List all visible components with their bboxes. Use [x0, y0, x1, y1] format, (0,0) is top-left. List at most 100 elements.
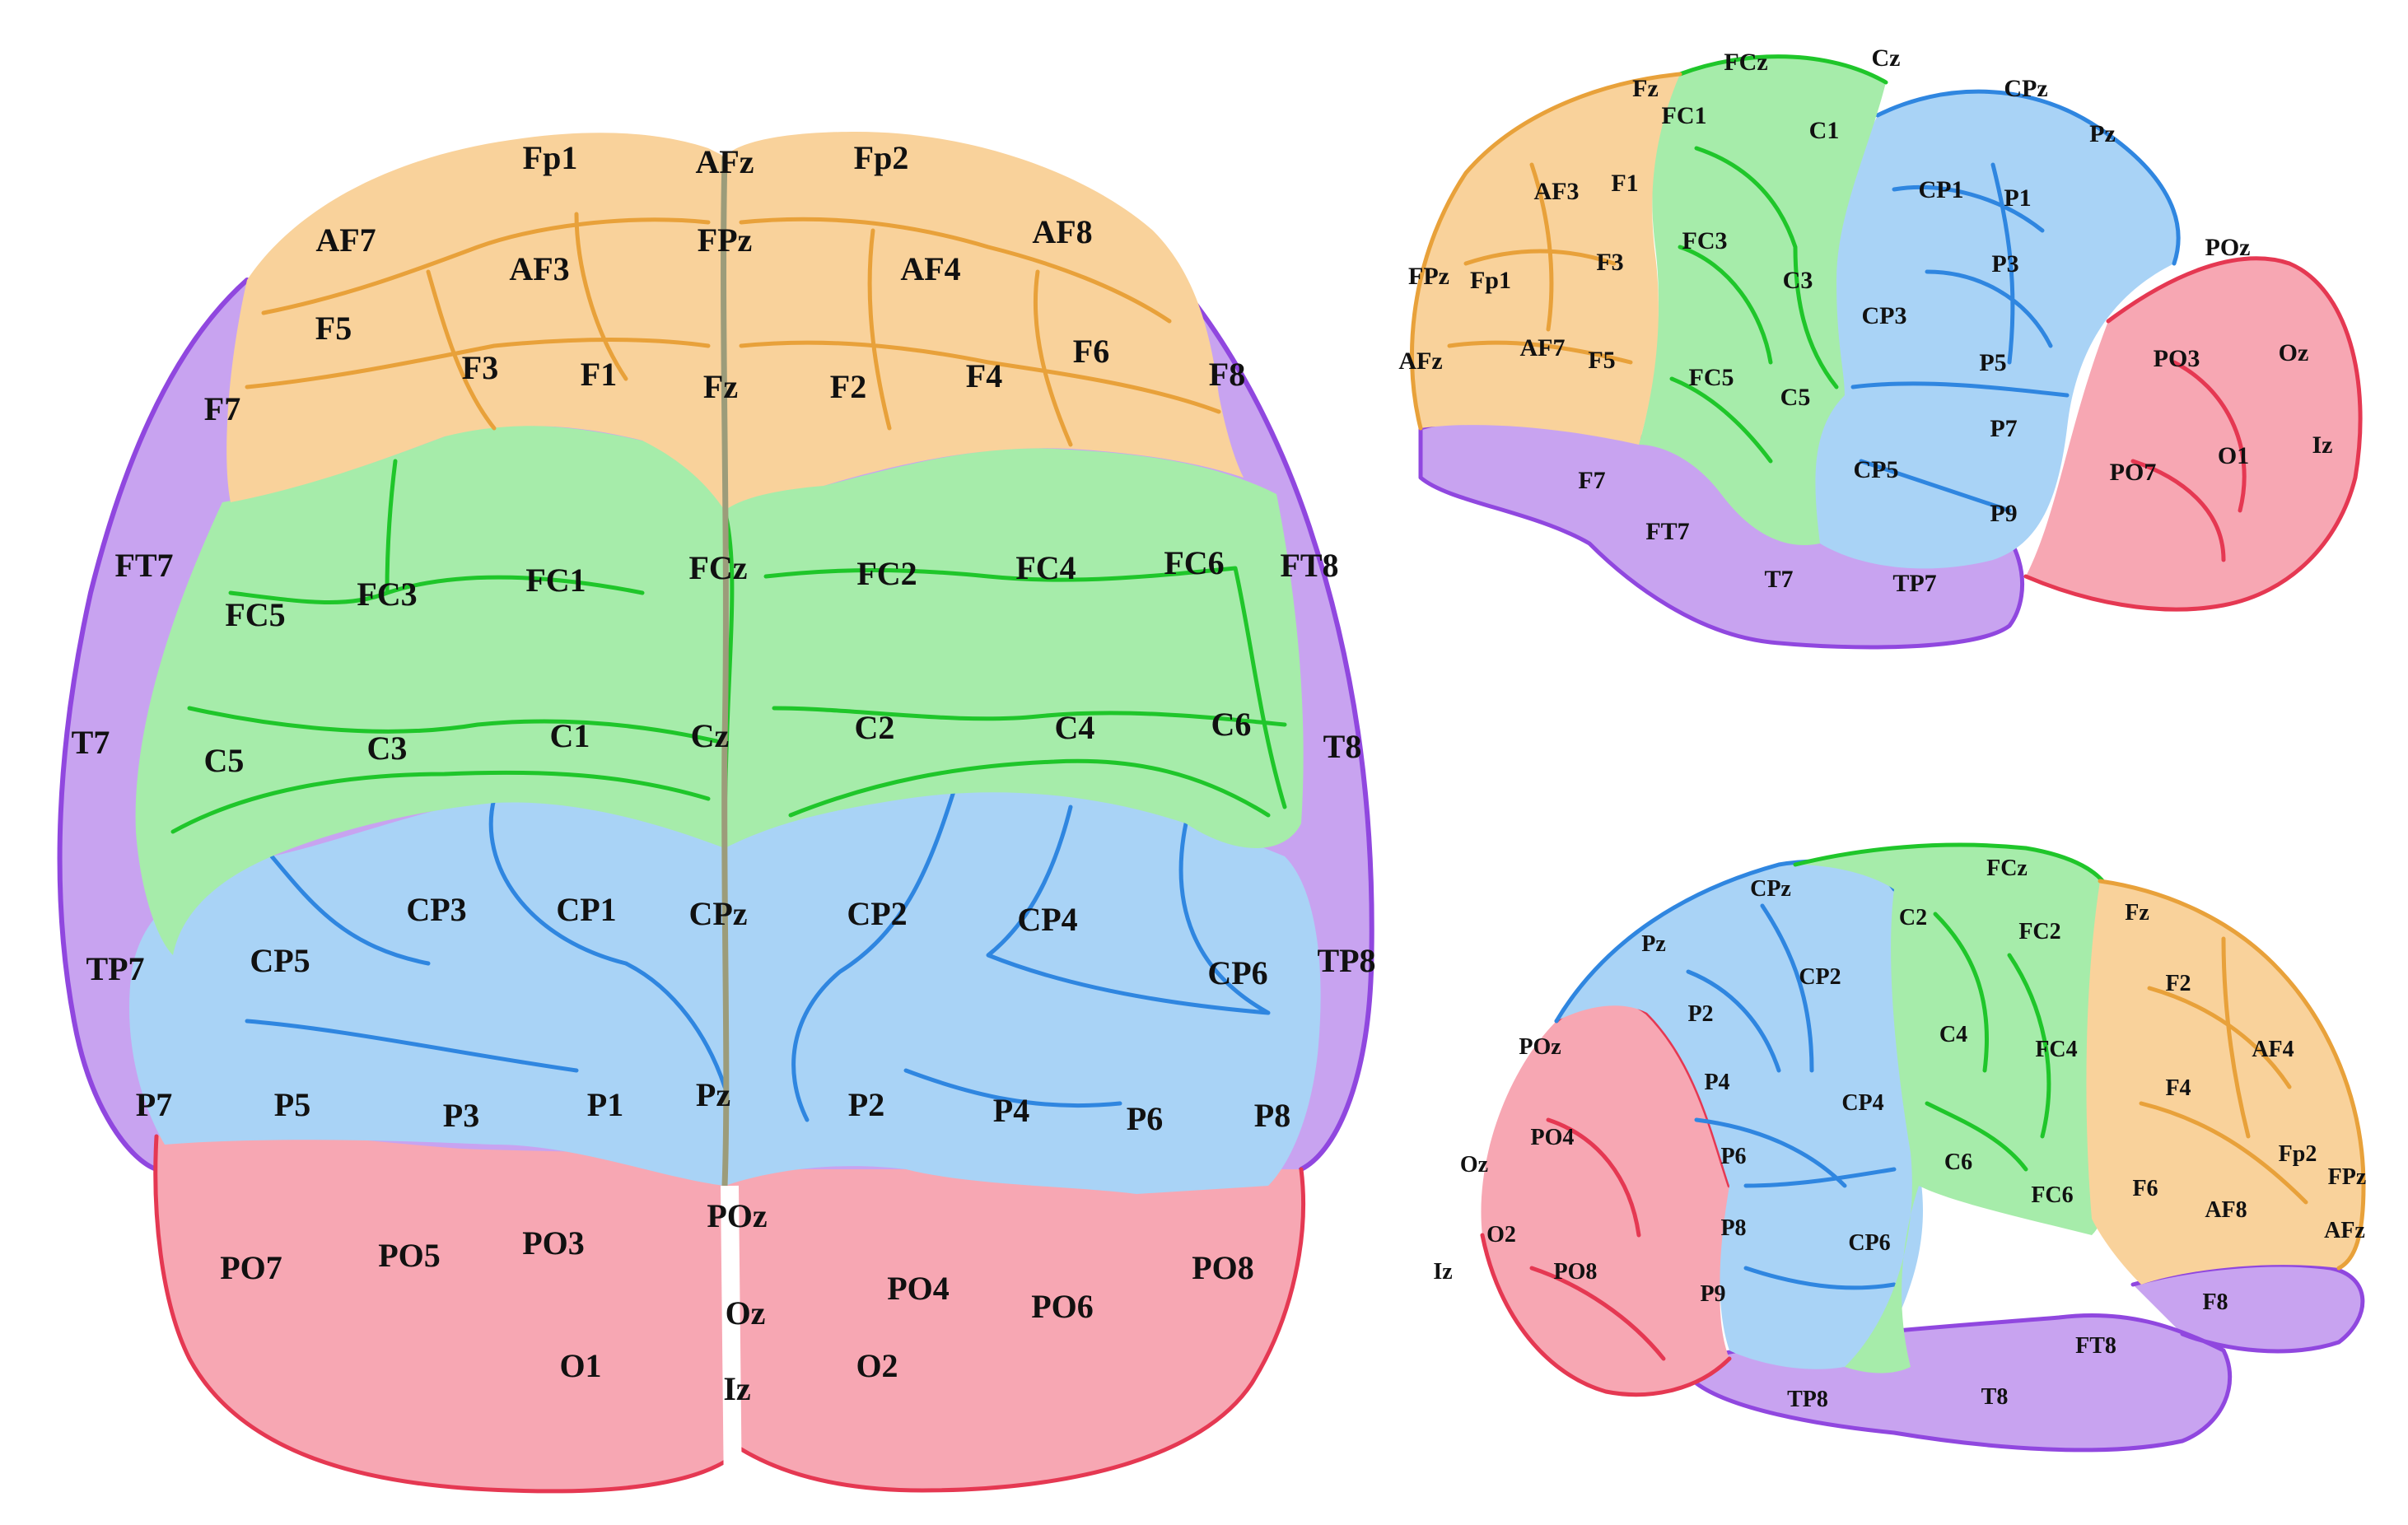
right-electrode-p8: P8 — [1720, 1215, 1746, 1241]
right-electrode-cpz: CPz — [1750, 876, 1791, 902]
top-electrode-f6: F6 — [1073, 333, 1109, 370]
right-electrode-c4: C4 — [1939, 1022, 1967, 1047]
top-electrode-po5: PO5 — [378, 1237, 441, 1274]
right-electrode-fpz: FPz — [2328, 1164, 2367, 1190]
right-electrode-fc2: FC2 — [2018, 919, 2060, 944]
left-electrode-f7: F7 — [1578, 467, 1605, 494]
left-electrode-cpz: CPz — [2004, 75, 2047, 102]
top-electrode-fc3: FC3 — [357, 576, 417, 613]
top-electrode-po8: PO8 — [1192, 1249, 1254, 1286]
left-electrode-po3: PO3 — [2154, 345, 2200, 372]
left-electrode-f3: F3 — [1596, 249, 1623, 276]
left-electrode-fc5: FC5 — [1689, 364, 1734, 391]
top-electrode-f7: F7 — [204, 390, 240, 427]
left-electrode-afz: AFz — [1398, 347, 1442, 375]
right-electrode-p6: P6 — [1720, 1144, 1746, 1169]
left-electrode-cp3: CP3 — [1862, 302, 1907, 329]
left-electrode-cz: Cz — [1872, 44, 1901, 72]
top-central-region — [135, 425, 1304, 955]
top-parietal-gyri — [245, 784, 1271, 1122]
top-electrode-t8: T8 — [1323, 728, 1362, 765]
left-electrode-fz: Fz — [1632, 75, 1659, 102]
left-frontal-gyri — [1410, 72, 1682, 431]
right-electrode-f8: F8 — [2202, 1289, 2228, 1315]
right-electrode-cp4: CP4 — [1841, 1090, 1883, 1116]
right-central-gyri — [1793, 842, 2111, 1172]
right-electrode-c2: C2 — [1899, 905, 1927, 930]
top-electrode-fc1: FC1 — [525, 562, 586, 599]
top-electrode-po4: PO4 — [887, 1270, 950, 1307]
right-electrode-p2: P2 — [1687, 1001, 1713, 1027]
right-electrode-oz: Oz — [1460, 1152, 1488, 1178]
left-electrode-f5: F5 — [1588, 347, 1615, 374]
right-electrode-poz: POz — [1519, 1034, 1561, 1060]
top-electrode-tp8: TP8 — [1317, 942, 1375, 979]
top-electrode-p6: P6 — [1127, 1100, 1163, 1137]
top-electrode-poz: POz — [707, 1197, 767, 1234]
left-central-gyri — [1669, 54, 1888, 464]
right-electrode-fcz: FCz — [1986, 856, 2028, 881]
top-central-gyri — [170, 459, 1287, 851]
right-electrode-ft8: FT8 — [2075, 1333, 2116, 1359]
left-electrode-po7: PO7 — [2110, 459, 2157, 486]
left-electrode-ft7: FT7 — [1645, 518, 1689, 545]
right-electrode-t8: T8 — [1981, 1384, 2009, 1410]
top-frontal-region — [226, 132, 1244, 511]
left-electrode-c1: C1 — [1809, 117, 1840, 144]
top-electrode-cp5: CP5 — [250, 942, 310, 979]
top-electrode-c3: C3 — [367, 730, 408, 767]
left-electrode-poz: POz — [2205, 234, 2251, 261]
top-electrode-p8: P8 — [1254, 1097, 1290, 1134]
right-electrode-cp6: CP6 — [1848, 1230, 1890, 1256]
left-electrode-cp1: CP1 — [1919, 176, 1964, 203]
top-electrode-fp2: Fp2 — [854, 139, 909, 176]
top-electrode-p5: P5 — [274, 1086, 310, 1123]
top-electrode-ft8: FT8 — [1280, 547, 1338, 584]
top-electrode-p7: P7 — [136, 1086, 172, 1123]
top-electrode-o2: O2 — [856, 1347, 898, 1384]
left-electrode-fp1: Fp1 — [1470, 267, 1511, 294]
top-electrode-cp3: CP3 — [406, 891, 466, 928]
right-electrode-fp2: Fp2 — [2279, 1141, 2317, 1167]
right-electrode-f4: F4 — [2165, 1075, 2191, 1101]
top-midline-gap — [721, 1185, 742, 1499]
left-electrode-fc1: FC1 — [1662, 102, 1707, 129]
right-electrode-po4: PO4 — [1531, 1125, 1575, 1150]
top-electrode-af8: AF8 — [1032, 213, 1092, 250]
right-electrode-f6: F6 — [2132, 1176, 2158, 1201]
top-electrode-fz: Fz — [703, 368, 738, 405]
top-electrode-fpz: FPz — [698, 222, 753, 259]
top-frontal-gyri — [245, 212, 1221, 447]
left-electrode-p5: P5 — [1979, 349, 2006, 376]
right-electrode-iz: Iz — [1433, 1259, 1452, 1285]
top-electrode-fc5: FC5 — [225, 596, 285, 633]
top-electrode-f4: F4 — [966, 357, 1002, 394]
right-occipital-region — [1481, 997, 1729, 1395]
left-electrode-c3: C3 — [1783, 267, 1813, 294]
top-electrode-t7: T7 — [72, 724, 110, 761]
right-electrode-c6: C6 — [1944, 1150, 1972, 1175]
top-electrode-f8: F8 — [1209, 356, 1245, 393]
right-electrode-p9: P9 — [1700, 1281, 1725, 1307]
top-midline-fissure — [721, 156, 730, 1187]
right-electrode-fc4: FC4 — [2035, 1037, 2077, 1062]
top-electrode-c2: C2 — [855, 709, 895, 746]
right-electrode-o2: O2 — [1486, 1222, 1516, 1248]
left-electrode-p7: P7 — [1990, 415, 2017, 442]
top-electrode-af7: AF7 — [315, 222, 376, 259]
top-electrode-pz: Pz — [696, 1076, 730, 1113]
left-electrode-oz: Oz — [2279, 339, 2309, 366]
top-electrode-fcz: FCz — [688, 549, 747, 586]
top-electrode-iz: Iz — [723, 1370, 750, 1407]
right-electrode-af8: AF8 — [2205, 1197, 2247, 1223]
top-electrode-cz: Cz — [691, 717, 730, 754]
right-parietal-region — [1556, 861, 1923, 1369]
top-electrode-po7: PO7 — [220, 1249, 282, 1286]
